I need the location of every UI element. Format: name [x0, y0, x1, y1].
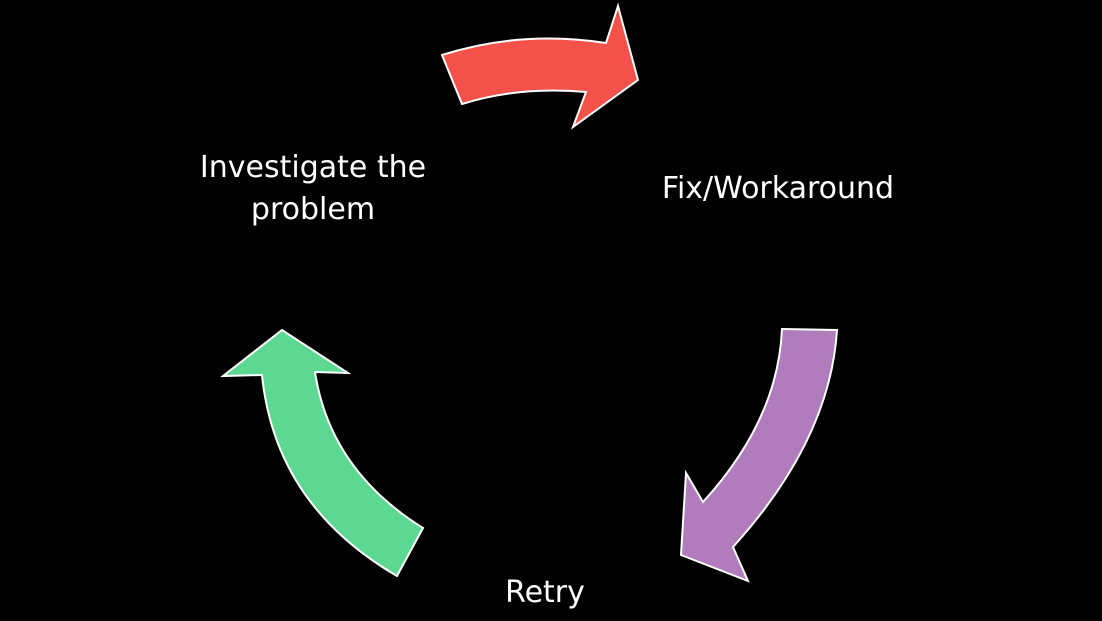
step-label-investigate: Investigate the problem: [182, 147, 444, 231]
step-label-investigate-line-2: problem: [250, 192, 376, 227]
step-label-investigate-line-1: Investigate the: [199, 150, 427, 185]
arrow-fix-to-retry: [679, 327, 839, 583]
arrow-investigate-to-fix: [440, 2, 640, 130]
step-label-fix: Fix/Workaround: [661, 171, 895, 206]
arrow-retry-to-investigate: [219, 328, 425, 578]
step-label-retry: Retry: [505, 575, 585, 610]
